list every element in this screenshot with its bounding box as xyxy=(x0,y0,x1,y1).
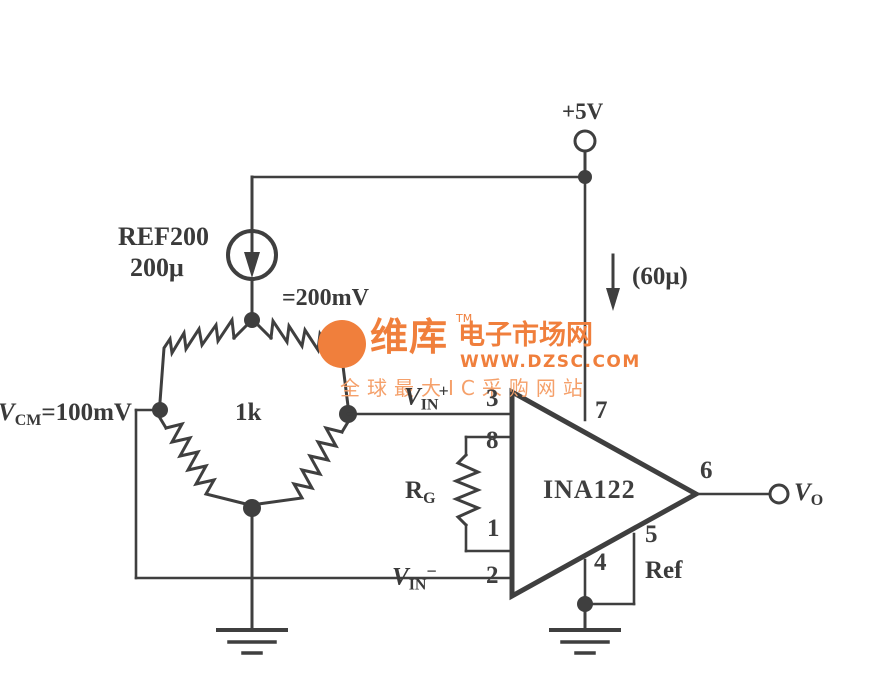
supply-label: +5V xyxy=(562,99,604,124)
output-label: VO xyxy=(794,480,823,509)
gain-resistor-label: RG xyxy=(405,478,436,507)
bridge-resistor-top-left xyxy=(158,315,249,404)
bridge-resistor-bottom-left xyxy=(157,415,248,506)
bridge-value-label: 1k xyxy=(235,399,262,426)
ground-symbol-right xyxy=(549,628,621,655)
vin-minus-label: VIN− xyxy=(392,562,437,593)
vin-plus-label: VIN+ xyxy=(404,382,449,413)
pin-label-3: 3 xyxy=(486,385,499,412)
common-mode-label: VCM=100mV xyxy=(0,400,132,429)
supply-current-arrow-head xyxy=(606,288,620,311)
gain-resistor-zigzag xyxy=(452,452,482,528)
common-mode-label-main: V xyxy=(0,399,15,426)
gain-resistor-sub: G xyxy=(423,489,436,507)
supply-current-label: (60μ) xyxy=(632,263,688,290)
bridge-excitation-label: =200mV xyxy=(282,285,369,311)
pin-label-1: 1 xyxy=(487,515,500,542)
ground-symbol-left xyxy=(216,628,288,655)
output-label-main: V xyxy=(794,479,811,506)
gain-resistor-main: R xyxy=(405,477,424,504)
ref200-value-label: 200μ xyxy=(130,253,184,282)
ref-pin-label: Ref xyxy=(645,557,683,584)
vin-minus-sup: − xyxy=(426,561,437,581)
amplifier-triangle xyxy=(509,387,702,601)
output-label-sub: O xyxy=(810,491,824,509)
vin-minus-sub: IN xyxy=(408,576,427,594)
current-source-arrow-head xyxy=(244,252,260,278)
amplifier-part-label: INA122 xyxy=(543,475,636,504)
vin-plus-sub: IN xyxy=(420,396,439,414)
pin-label-2: 2 xyxy=(486,562,499,589)
common-mode-label-sub: CM xyxy=(14,411,42,429)
pin-label-7: 7 xyxy=(595,397,608,424)
pin-label-4: 4 xyxy=(594,549,607,576)
pin-label-5: 5 xyxy=(645,521,658,548)
common-mode-label-rest: =100mV xyxy=(41,399,132,426)
junction-dot-bridge-top xyxy=(244,312,260,328)
vin-plus-main: V xyxy=(404,383,421,411)
junction-dot-supply xyxy=(578,170,592,184)
pin-label-8: 8 xyxy=(486,427,499,454)
ref200-name-label: REF200 xyxy=(118,222,209,251)
vin-plus-sup: + xyxy=(438,381,449,401)
vin-minus-main: V xyxy=(392,563,409,591)
bridge-resistor-top-right xyxy=(256,316,350,408)
output-terminal-circle xyxy=(768,483,790,505)
bridge-resistor-bottom-right xyxy=(256,419,351,506)
pin-label-6: 6 xyxy=(700,457,713,484)
supply-terminal-circle xyxy=(573,129,597,153)
